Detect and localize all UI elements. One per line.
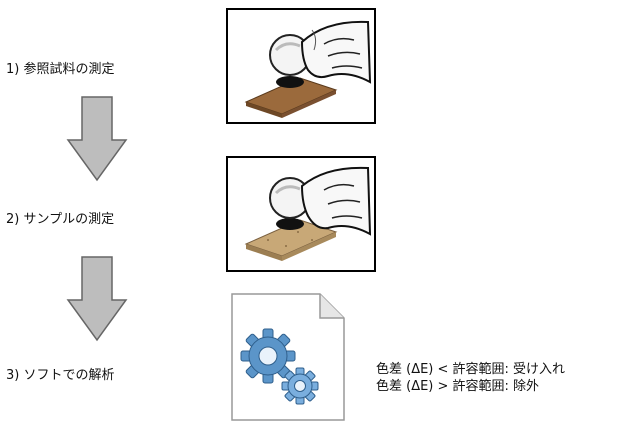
- reference-measurement-illustration: [226, 8, 376, 124]
- step-3-label: 3) ソフトでの解析: [6, 368, 115, 383]
- software-gears-icon: [231, 293, 345, 421]
- down-arrow-2: [66, 256, 128, 342]
- step-1-label: 1) 参照試料の測定: [6, 62, 115, 77]
- reject-criterion: 色差 (ΔE) > 許容範囲: 除外: [376, 379, 540, 394]
- sample-measurement-illustration: [226, 156, 376, 272]
- accept-criterion: 色差 (ΔE) < 許容範囲: 受け入れ: [376, 362, 566, 377]
- step-2-label: 2) サンプルの測定: [6, 212, 115, 227]
- down-arrow-1: [66, 96, 128, 182]
